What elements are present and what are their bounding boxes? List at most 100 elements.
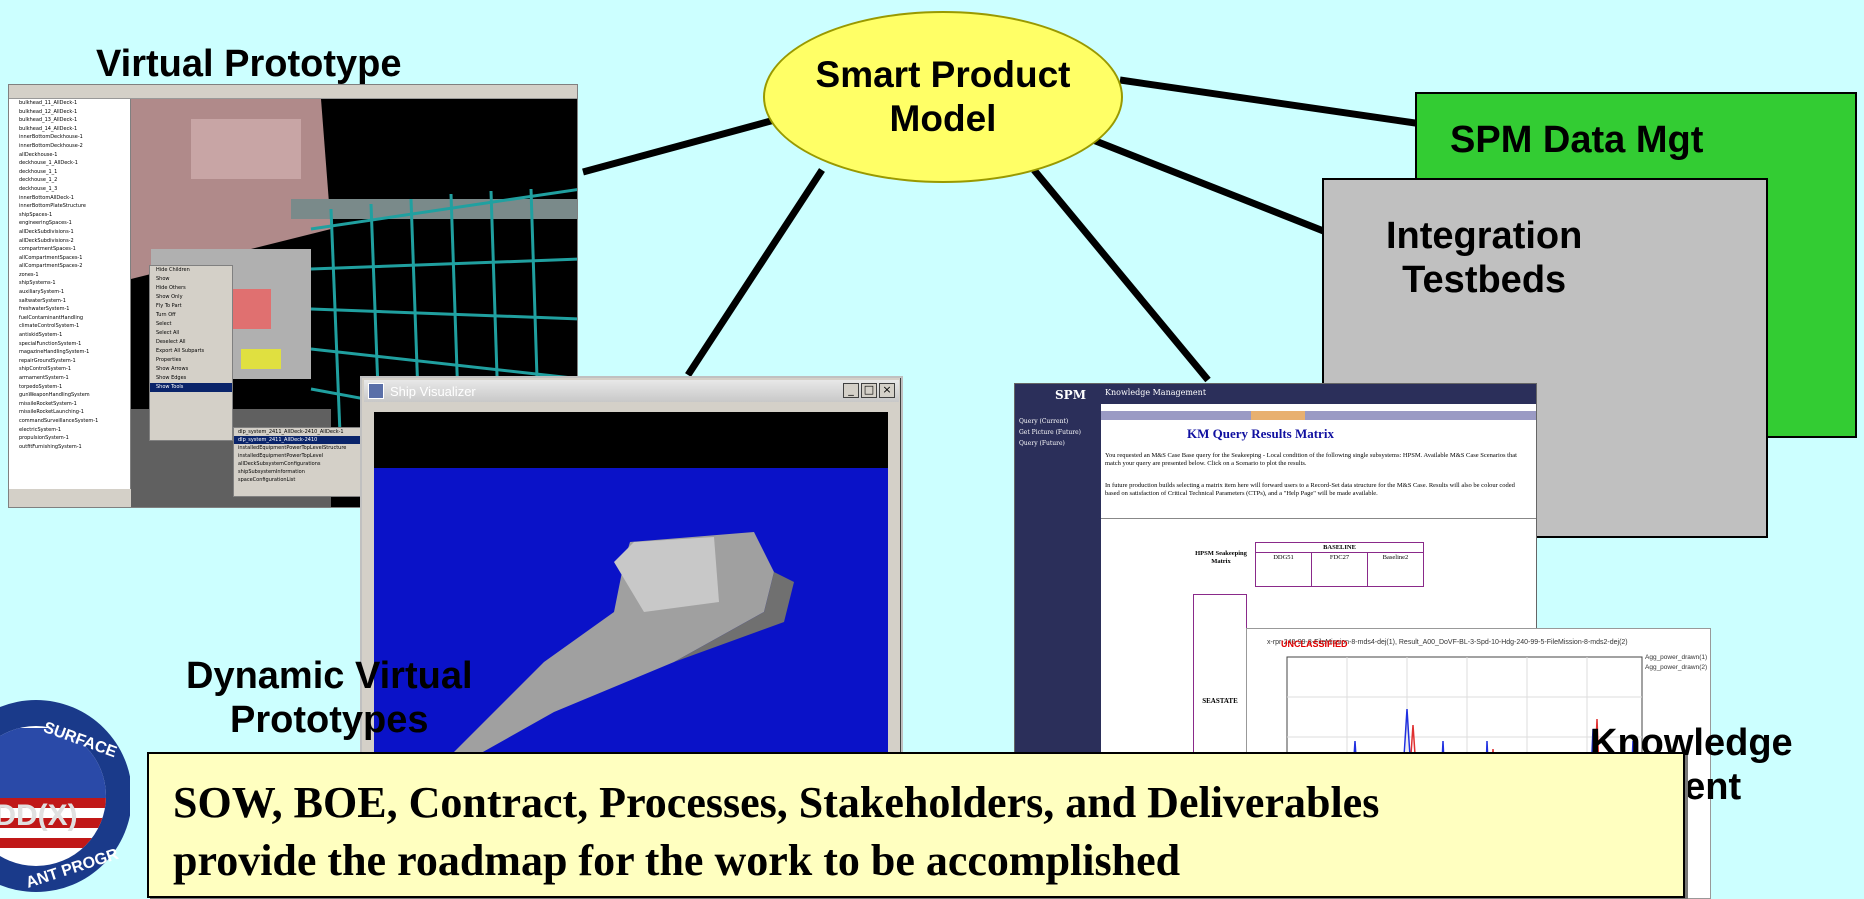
vp-tree-view[interactable]: bulkhead_11_AllDeck-1 bulkhead_12_AllDeck… [9, 99, 131, 489]
tree-node[interactable]: deckhouse_1_1 [19, 168, 58, 175]
km-header: SPM Knowledge Management [1015, 384, 1536, 404]
tree-node[interactable]: electricSystem-1 [19, 426, 62, 433]
vp-status-bar [9, 489, 131, 507]
tree-node[interactable]: fuelContaminantHandling [19, 314, 84, 321]
submenu-item[interactable]: dlp_system_2411_AllDeck-2410 [234, 436, 372, 444]
dynamic-line2: Prototypes [230, 699, 429, 741]
minimize-button[interactable]: _ [843, 383, 859, 398]
context-menu-item[interactable]: Properties [156, 357, 182, 363]
dynamic-line1: Dynamic Virtual [186, 655, 473, 697]
tree-node[interactable]: climateControlSystem-1 [19, 323, 80, 330]
line-to-km [1031, 167, 1211, 383]
context-menu-item[interactable]: Show Tools [150, 383, 232, 392]
tree-node[interactable]: outfitFurnishingSystem-1 [19, 443, 82, 450]
spm-data-mgt-label: SPM Data Mgt [1450, 119, 1704, 161]
tree-node[interactable]: torpedoSystem-1 [19, 383, 63, 390]
tree-node[interactable]: allDeckSubdivisions-1 [19, 228, 74, 235]
integration-testbeds-label: Integration Testbeds [1386, 214, 1582, 302]
km-divider [1101, 518, 1536, 519]
tree-node[interactable]: innerBottomAllDeck-1 [19, 194, 74, 201]
tree-node[interactable]: gunWeaponHandlingSystem [19, 392, 90, 399]
ship-3d-view[interactable] [374, 412, 888, 774]
km-matrix-label: HPSM Seakeeping Matrix [1195, 550, 1247, 565]
tree-node[interactable]: antiskidSystem-1 [19, 332, 63, 339]
tree-node[interactable]: freshwaterSystem-1 [19, 306, 70, 313]
tree-node[interactable]: saltwaterSystem-1 [19, 297, 66, 304]
context-menu-item[interactable]: Select [156, 321, 172, 327]
banner-line2: provide the roadmap for the work to be a… [173, 836, 1181, 885]
tree-node[interactable]: bulkhead_12_AllDeck-1 [19, 108, 78, 115]
tree-node[interactable]: shipControlSystem-1 [19, 366, 72, 373]
km-sidebar[interactable]: Query (Current) Get Picture (Future) Query… [1015, 404, 1101, 802]
tree-node[interactable]: bulkhead_13_AllDeck-1 [19, 117, 78, 124]
context-menu-item[interactable]: Deselect All [156, 339, 186, 345]
line-to-virtual-prototype [582, 114, 783, 176]
context-menu-item[interactable]: Hide Others [156, 285, 186, 291]
tree-node[interactable]: deckhouse_1_2 [19, 177, 58, 184]
tree-node[interactable]: shipSystems-1 [19, 280, 56, 287]
tree-node[interactable]: zones-1 [19, 271, 39, 278]
virtual-prototype-label: Virtual Prototype [96, 43, 402, 85]
tree-node[interactable]: allCompartmentSpaces-2 [19, 263, 83, 270]
tree-node[interactable]: compartmentSpaces-1 [19, 246, 76, 253]
tree-node[interactable]: allDeckhouse-1 [19, 151, 58, 158]
tree-node[interactable]: engineeringSpaces-1 [19, 220, 72, 227]
context-menu-item[interactable]: Show Arrows [156, 366, 189, 372]
close-button[interactable]: × [879, 383, 895, 398]
plot-legend-item: Agg_power_drawn(2) [1645, 664, 1708, 671]
tree-node[interactable]: innerBottomDeckhouse-2 [19, 142, 83, 149]
km-nav-tabs[interactable] [1101, 411, 1536, 420]
spm-line2: Model [889, 98, 997, 139]
submenu-item[interactable]: dlp_system_2411_AllDeck-2410_AllDeck-1 [238, 429, 344, 435]
submenu-item[interactable]: shipSubsystemInformation [238, 469, 305, 475]
tree-node[interactable]: armamentSystem-1 [19, 375, 69, 381]
ship-model [454, 532, 794, 757]
context-menu-item[interactable]: Turn Off [156, 312, 176, 318]
maximize-button[interactable]: □ [861, 383, 877, 398]
context-menu-item[interactable]: Hide Children [156, 267, 190, 273]
tree-node[interactable]: missileRocketSystem-1 [19, 400, 77, 407]
submenu-item[interactable]: allDeckSubsystemConfigurations [238, 461, 321, 467]
context-menu-item[interactable]: Fly To Part [156, 303, 182, 309]
tree-node[interactable]: propulsionSystem-1 [19, 435, 69, 442]
context-menu-item[interactable]: Select All [156, 330, 180, 336]
km-side-link[interactable]: Query (Future) [1019, 440, 1065, 447]
submenu-item[interactable]: spaceConfigurationList [238, 477, 296, 483]
line-to-testbeds [1086, 134, 1328, 236]
vp-toolbar[interactable] [9, 85, 577, 99]
km-baseline-header: BASELINE [1255, 542, 1424, 553]
tree-node[interactable]: shipSpaces-1 [19, 211, 53, 218]
tree-node[interactable]: specialFunctionSystem-1 [19, 340, 82, 347]
context-menu-item[interactable]: Show [156, 276, 170, 282]
context-menu-item[interactable]: Show Only [156, 294, 183, 300]
integration-line1: Integration [1386, 215, 1583, 257]
tree-node[interactable]: bulkhead_11_AllDeck-1 [19, 100, 78, 106]
tree-node[interactable]: auxiliarySystem-1 [19, 289, 65, 296]
tree-node[interactable]: innerBottomDeckhouse-1 [19, 134, 83, 141]
tree-node[interactable]: bulkhead_14_AllDeck-1 [19, 125, 78, 132]
km-matrix-table: BASELINE DDG51 FDC27 Baseline2 [1255, 542, 1424, 587]
ship-visualizer-titlebar[interactable]: Ship Visualizer _ □ × [364, 380, 899, 402]
context-menu-item[interactable]: Export All Subparts [156, 348, 205, 354]
tree-node[interactable]: missileRocketLaunching-1 [19, 409, 84, 416]
tree-node[interactable]: magazineHandlingSystem-1 [19, 349, 90, 356]
context-menu-item[interactable]: Show Edges [156, 375, 187, 381]
tree-node[interactable]: allDeckSubdivisions-2 [19, 237, 74, 244]
km-side-link[interactable]: Get Picture (Future) [1019, 429, 1081, 436]
tree-node[interactable]: innerBottomPlateStructure [19, 203, 86, 210]
tree-node[interactable]: commandSurveillanceSystem-1 [19, 417, 99, 424]
km-side-link[interactable]: Query (Current) [1019, 418, 1069, 425]
submenu-item[interactable]: installedEquipmentPowerTopLevel [238, 453, 324, 459]
roadmap-banner: SOW, BOE, Contract, Processes, Stakehold… [147, 752, 1685, 898]
tree-node[interactable]: deckhouse_1_3 [19, 185, 58, 192]
km-nav-active-tab[interactable] [1251, 411, 1305, 420]
tree-node[interactable]: allCompartmentSpaces-1 [19, 254, 83, 261]
submenu-item[interactable]: installedEquipmentPowerTopLevelStructure [238, 445, 347, 451]
ship-visualizer-window: Ship Visualizer _ □ × [360, 376, 903, 776]
tree-node[interactable]: repairGroundSystem-1 [19, 357, 76, 364]
integration-line2: Testbeds [1402, 259, 1567, 301]
tree-node[interactable]: deckhouse_1_AllDeck-1 [19, 160, 78, 167]
